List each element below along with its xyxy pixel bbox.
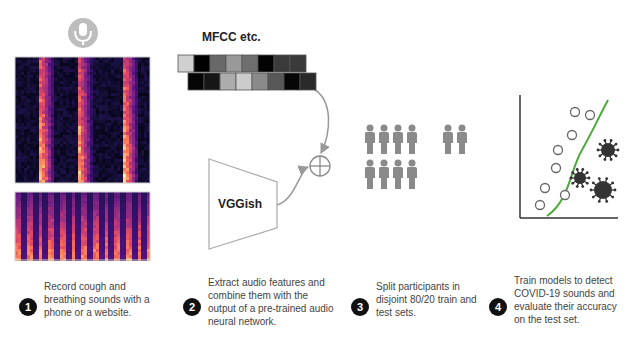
- concat-symbol: [310, 156, 330, 176]
- feature-matrix-cells: [176, 53, 324, 93]
- cough-spectrogram: [15, 57, 150, 183]
- feature-arrow: [312, 88, 329, 153]
- step-number: 4: [489, 298, 507, 316]
- step-description: Split participants in disjoint 80/20 tra…: [376, 280, 478, 319]
- feature-heading: MFCC etc.: [176, 30, 324, 44]
- step-description: Train models to detect COVID-19 sounds a…: [514, 274, 620, 326]
- step-number: 1: [19, 298, 37, 316]
- step-description: Record cough and breathing sounds with a…: [44, 280, 162, 319]
- feature-matrix: MFCC etc.: [176, 30, 324, 93]
- breathing-spectrogram: [15, 192, 150, 261]
- vggish-network: VGGish: [208, 158, 278, 250]
- feature-arrow: [277, 167, 308, 205]
- microphone-icon: [68, 18, 98, 48]
- step-number: 3: [351, 298, 369, 316]
- participants-icons: [365, 125, 467, 190]
- step-description: Extract audio features and combine them …: [208, 276, 334, 328]
- network-name: VGGish: [218, 197, 262, 211]
- step-number: 2: [183, 298, 201, 316]
- scatter-plot: [520, 95, 619, 218]
